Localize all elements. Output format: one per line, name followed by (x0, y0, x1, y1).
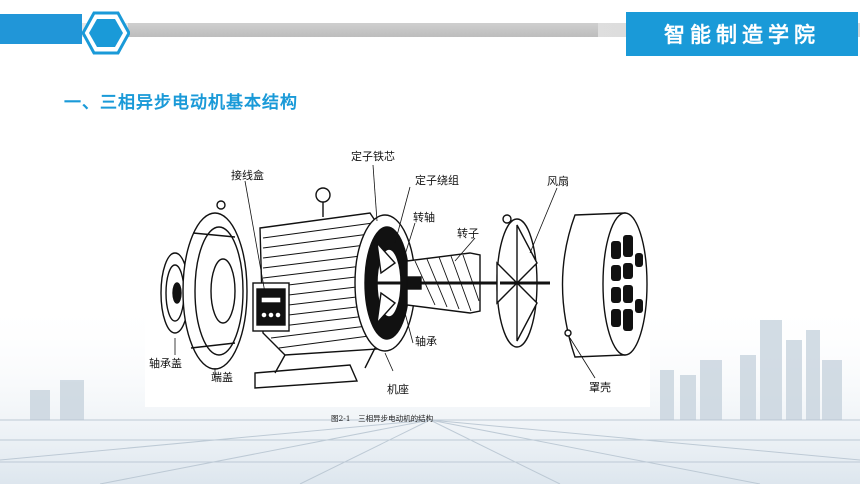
label-fan-cover: 罩壳 (589, 381, 611, 394)
label-fan: 风扇 (547, 175, 569, 188)
label-stator-core: 定子铁芯 (351, 150, 395, 163)
fan-cover-part (561, 212, 648, 358)
figure-caption: 图2-1 三相异步电动机的结构 (331, 414, 434, 423)
label-frame: 机座 (387, 383, 409, 396)
section-heading: 一、三相异步电动机基本结构 (64, 93, 298, 113)
school-title: 智能制造学院 (626, 12, 858, 56)
label-stator-winding: 定子绕组 (415, 174, 459, 187)
fan-part (496, 214, 550, 348)
motor-exploded-drawing (160, 164, 648, 389)
label-rotor: 转子 (457, 227, 479, 240)
hexagon-icon (82, 11, 130, 55)
label-end-cover: 端盖 (211, 371, 233, 384)
motor-structure-figure: 定子铁芯 接线盒 定子绕组 风扇 转轴 转子 轴承盖 端盖 轴承 机座 罩壳 (145, 143, 650, 407)
header-accent-block (0, 14, 82, 44)
label-shaft: 转轴 (413, 211, 435, 224)
end-cover-part (182, 200, 248, 370)
label-bearing: 轴承 (415, 335, 437, 348)
terminal-box-part (252, 282, 290, 332)
label-bearing-cover: 轴承盖 (149, 357, 182, 370)
header-bar-shade (128, 23, 598, 37)
rotor-part (375, 252, 545, 314)
label-terminal-box: 接线盒 (231, 169, 264, 182)
bearing-cover-part (160, 252, 190, 334)
